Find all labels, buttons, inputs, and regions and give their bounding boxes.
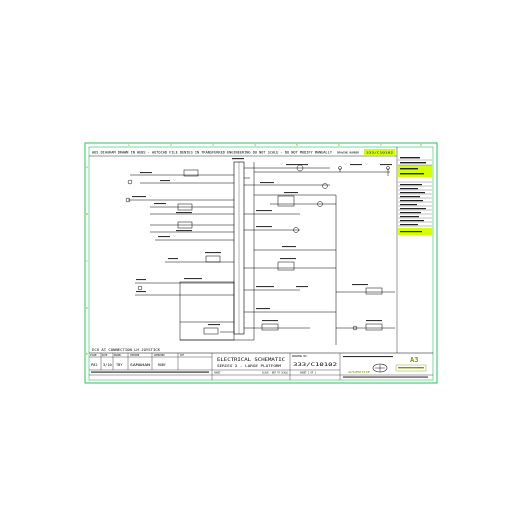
tb-value-issue: P02 xyxy=(91,363,98,367)
relay xyxy=(205,255,221,263)
col-marker: 6 xyxy=(338,143,340,147)
scale-value: NOT TO SCALE xyxy=(272,372,288,375)
col-marker: 2 xyxy=(170,143,172,147)
ground-symbol xyxy=(125,197,131,203)
lamp xyxy=(317,201,323,207)
title-block: ISSUE DATE DRAWN CHECKED APPROVED SHT P0… xyxy=(89,352,433,380)
relay xyxy=(177,203,193,211)
column-markers: 1 2 3 4 5 6 7 8 xyxy=(128,143,422,147)
inner-border xyxy=(88,146,434,381)
relay xyxy=(277,261,295,271)
tb-header: DRAWN xyxy=(114,354,121,357)
ground-symbol xyxy=(352,325,358,331)
revision-panel xyxy=(396,147,432,353)
tb-header: SHT xyxy=(180,354,185,357)
tb-header: APPROVED xyxy=(154,354,165,357)
row-marker: E xyxy=(86,352,88,356)
tb-value-checked: SAMAHAN xyxy=(130,363,150,367)
drawing-title-line2: SERIES 2 - LARGE PLATFORM xyxy=(217,364,282,368)
lamp xyxy=(293,227,299,233)
schematic-wiring xyxy=(128,161,395,345)
header-notice: AUS DIAGRAM DRAWN IN HEBS · AUTOCAD FILE… xyxy=(92,151,332,155)
drawing-title-line1: ELECTRICAL SCHEMATIC xyxy=(217,357,285,363)
row-marker: A xyxy=(86,165,88,169)
sheet-size: A3 xyxy=(410,356,418,364)
tb-fineprint xyxy=(343,376,428,378)
col-marker: 3 xyxy=(212,143,214,147)
company-name: AUTOMOTIVE xyxy=(347,370,370,374)
relay xyxy=(177,221,193,229)
revision-highlight xyxy=(398,165,432,177)
row-marker: C xyxy=(86,259,88,263)
relay xyxy=(183,169,199,177)
relay xyxy=(365,323,383,331)
drawing-number: 333/C10102 xyxy=(366,151,393,155)
col-marker: 5 xyxy=(296,143,298,147)
drawing-no-value: 333/C10102 xyxy=(293,362,337,368)
tb-value-approved: ROBY xyxy=(158,363,166,367)
relay xyxy=(261,323,279,331)
row-marker: D xyxy=(86,306,88,310)
drawing-no-label: DRAWING NO. xyxy=(292,355,308,358)
drawing-number-label: DRAWING NUMBER xyxy=(337,151,359,155)
ground-symbol xyxy=(137,285,143,291)
terminal xyxy=(386,166,390,170)
col-marker: 8 xyxy=(420,143,422,147)
tb-value-drawn: TBY xyxy=(116,363,123,367)
drawing-number-highlight xyxy=(364,149,395,155)
tb-fineprint xyxy=(343,356,393,358)
tb-header: ISSUE xyxy=(90,354,97,357)
sheet-label: SHEET xyxy=(214,372,221,375)
tb-header: DATE xyxy=(102,354,108,357)
footer-fineprint xyxy=(91,371,209,373)
relay xyxy=(203,327,219,335)
lamp xyxy=(322,183,328,189)
tb-value-date: 3/10 xyxy=(103,363,112,367)
terminal xyxy=(338,166,342,170)
ecu-connection-note: ECU AT CONNECTION LH JOYSTICK xyxy=(92,348,161,352)
outer-border xyxy=(84,142,438,384)
sheet-of: SHEET 1 OF 1 xyxy=(300,372,316,375)
row-markers: A B C D E xyxy=(86,165,88,356)
col-marker: 1 xyxy=(128,143,130,147)
reference-label-marks xyxy=(132,158,392,326)
scale-label: SCALE xyxy=(262,372,269,375)
partner-logo-icon xyxy=(395,364,427,372)
relay xyxy=(365,287,383,295)
col-marker: 7 xyxy=(380,143,382,147)
tb-header: CHECKED xyxy=(130,354,140,357)
company-logo-icon xyxy=(372,363,388,373)
col-marker: 4 xyxy=(254,143,256,147)
row-marker: B xyxy=(86,212,88,216)
components xyxy=(125,164,390,335)
relay xyxy=(277,195,295,207)
ground-symbol xyxy=(127,179,133,185)
